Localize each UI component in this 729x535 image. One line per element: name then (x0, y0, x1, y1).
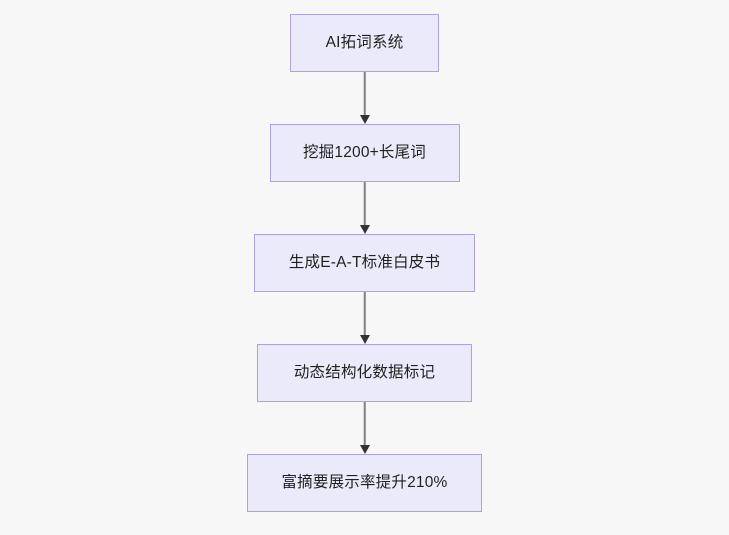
edge-line (363, 402, 366, 446)
flowchart-node-label: AI拓词系统 (325, 34, 404, 52)
arrow-head-icon (359, 335, 370, 344)
flowchart-node-n5[interactable]: 富摘要展示率提升210% (247, 454, 482, 512)
edge-line (363, 72, 366, 116)
arrow-head-icon (359, 225, 370, 234)
flowchart-node-label: 生成E-A-T标准白皮书 (288, 254, 441, 272)
flowchart-edge-n2-n3 (357, 182, 373, 234)
edge-line (363, 292, 366, 336)
edge-line (363, 182, 366, 226)
flowchart-node-label: 富摘要展示率提升210% (281, 474, 448, 492)
flowchart-node-n1[interactable]: AI拓词系统 (290, 14, 439, 72)
arrow-head-icon (359, 445, 370, 454)
flowchart-node-label: 挖掘1200+长尾词 (302, 144, 427, 162)
flowchart-node-n2[interactable]: 挖掘1200+长尾词 (269, 124, 460, 182)
flowchart-edge-n1-n2 (357, 72, 373, 124)
flowchart-edge-n3-n4 (357, 292, 373, 344)
flowchart-edge-n4-n5 (357, 402, 373, 454)
arrow-head-icon (359, 115, 370, 124)
flowchart-node-label: 动态结构化数据标记 (293, 364, 436, 382)
top-spacer (364, 0, 365, 14)
flowchart-node-n3[interactable]: 生成E-A-T标准白皮书 (254, 234, 475, 292)
flowchart-node-n4[interactable]: 动态结构化数据标记 (257, 344, 472, 402)
